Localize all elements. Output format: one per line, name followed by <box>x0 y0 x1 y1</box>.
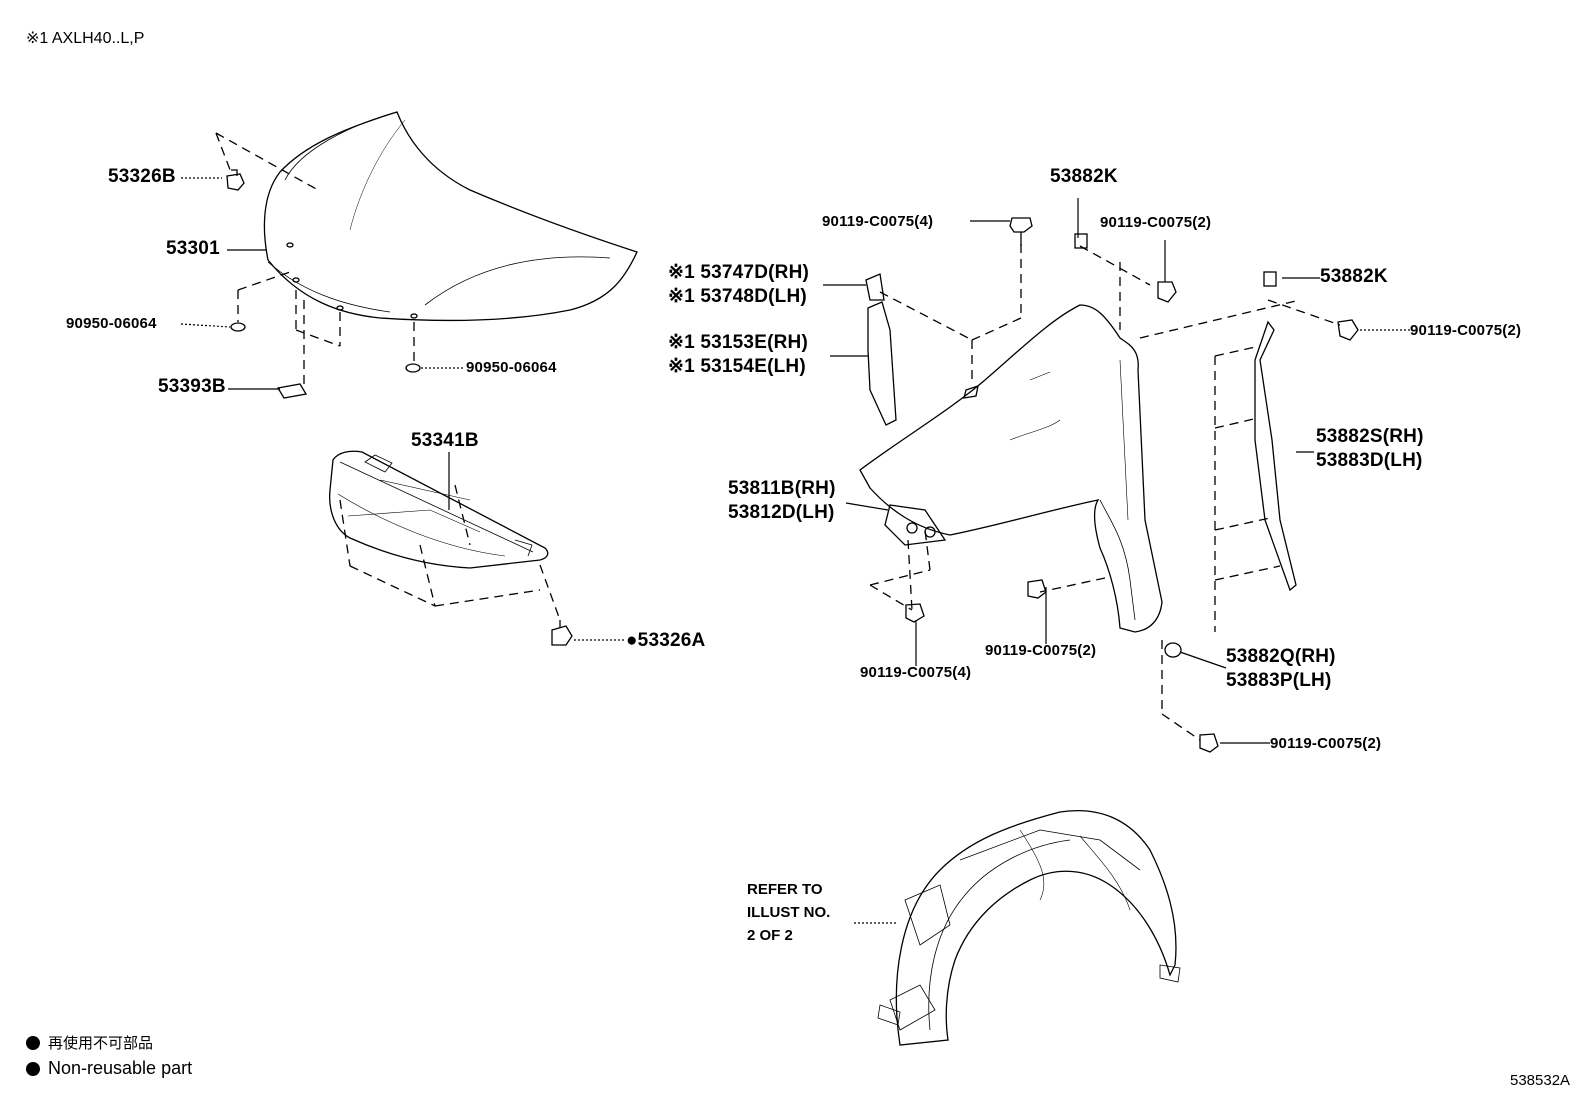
label-53811B: 53811B(RH) <box>728 478 836 499</box>
fender-dashes <box>869 244 1341 741</box>
label-53882Q: 53882Q(RH) <box>1226 646 1336 667</box>
illustration-id: 538532A <box>1510 1072 1571 1089</box>
legend-english: Non-reusable part <box>26 1058 192 1079</box>
hood-leader-dashes <box>215 132 415 388</box>
label-90950-06064-b: 90950-06064 <box>466 359 557 376</box>
hood-clip-drawing <box>226 169 245 191</box>
label-53393B: 53393B <box>158 376 226 397</box>
hood-insulator-drawing <box>329 450 549 569</box>
refer-note: REFER TO ILLUST NO. 2 OF 2 <box>747 878 830 947</box>
fender-liner-drawing <box>877 810 1181 1046</box>
label-90950-06064-a: 90950-06064 <box>66 315 157 332</box>
refer-line-3: 2 OF 2 <box>747 927 793 944</box>
legend-japanese-text: 再使用不可部品 <box>48 1034 154 1052</box>
seal-drawings <box>865 233 1297 592</box>
label-bolt-far-right: 90119-C0075(2) <box>1410 322 1522 339</box>
hood-bracket-drawing <box>276 383 308 399</box>
refer-line-2: ILLUST NO. <box>747 904 831 921</box>
refer-line-1: REFER TO <box>747 881 823 898</box>
non-reusable-bullet-icon <box>26 1061 40 1076</box>
label-bolt-lower-right: 90119-C0075(2) <box>1270 735 1382 752</box>
hood-panel-drawing <box>263 111 638 322</box>
label-53153E: ※1 53153E(RH) <box>668 332 808 353</box>
label-53748D: ※1 53748D(LH) <box>668 286 807 307</box>
label-bolt-top-right: 90119-C0075(2) <box>1100 214 1212 231</box>
label-53341B: 53341B <box>411 430 479 451</box>
label-53326B: 53326B <box>108 166 176 187</box>
hood-cushion-2-drawing <box>405 363 421 373</box>
label-53747D: ※1 53747D(RH) <box>668 262 810 283</box>
label-bolt-lower-left: 90119-C0075(4) <box>860 664 972 681</box>
label-53882S: 53882S(RH) <box>1316 426 1424 447</box>
hood-cushion-1-drawing <box>230 322 246 332</box>
bolt-drawings <box>905 217 1359 753</box>
label-53301: 53301 <box>166 238 220 259</box>
label-53883P: 53883P(LH) <box>1226 670 1332 691</box>
label-53326A: ●53326A <box>626 630 706 651</box>
label-bolt-lower-mid: 90119-C0075(2) <box>985 642 1097 659</box>
fender-drawing <box>859 304 1163 633</box>
fender-label-leaders <box>823 198 1410 924</box>
label-53812D: 53812D(LH) <box>728 502 835 523</box>
model-note: ※1 AXLH40..L,P <box>26 30 145 47</box>
legend-japanese: 再使用不可部品 <box>26 1032 153 1053</box>
label-bolt-top: 90119-C0075(4) <box>822 213 934 230</box>
insulator-dashes <box>339 484 561 621</box>
non-reusable-bullet-icon <box>26 1035 40 1050</box>
label-53883D: 53883D(LH) <box>1316 450 1423 471</box>
label-53882K-right: 53882K <box>1320 266 1388 287</box>
insulator-clip-drawing <box>551 620 573 646</box>
label-53154E: ※1 53154E(LH) <box>668 356 806 377</box>
hood-label-leaders <box>180 177 465 390</box>
legend-english-text: Non-reusable part <box>48 1058 193 1078</box>
label-53882K-top: 53882K <box>1050 166 1118 187</box>
